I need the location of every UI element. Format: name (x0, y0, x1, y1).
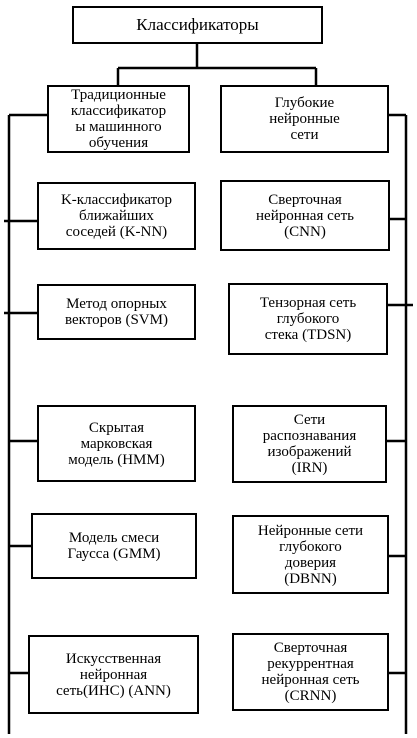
right-column-title: Глубокие нейронные сети (269, 95, 340, 143)
node-label: Скрытая марковская модель (HMM) (68, 419, 165, 468)
right-node-cnn: Сверточная нейронная сеть (CNN) (220, 180, 390, 251)
left-column-title: Традиционные классификатор ы машинного о… (70, 87, 167, 151)
node-label: Сети распознавания изображений (IRN) (262, 412, 357, 476)
right-node-crnn: Сверточная рекуррентная нейронная сеть (… (232, 633, 389, 711)
node-label: Сверточная нейронная сеть (CNN) (256, 191, 354, 240)
right-node-irn: Сети распознавания изображений (IRN) (232, 405, 387, 483)
node-label: Тензорная сеть глубокого стека (TDSN) (259, 295, 357, 343)
root-node: Классификаторы (72, 6, 323, 44)
left-node-knn: K-классификатор ближайших соседей (K-NN) (37, 182, 196, 250)
node-label: Нейронные сети глубокого доверия (DBNN) (257, 522, 364, 587)
node-label: Модель смеси Гаусса (GMM) (67, 530, 161, 562)
left-node-hmm: Скрытая марковская модель (HMM) (37, 405, 196, 482)
node-label: Искусственная нейронная сеть(ИНС) (ANN) (56, 650, 171, 699)
left-node-ann: Искусственная нейронная сеть(ИНС) (ANN) (28, 635, 199, 714)
left-node-svm: Метод опорных векторов (SVM) (37, 284, 196, 340)
left-column-header: Традиционные классификатор ы машинного о… (47, 85, 190, 153)
root-label: Классификаторы (136, 15, 259, 34)
right-node-tdsn: Тензорная сеть глубокого стека (TDSN) (228, 283, 388, 355)
right-column-header: Глубокие нейронные сети (220, 85, 389, 153)
node-label: Сверточная рекуррентная нейронная сеть (… (261, 640, 360, 704)
right-node-dbnn: Нейронные сети глубокого доверия (DBNN) (232, 515, 389, 594)
node-label: K-классификатор ближайших соседей (K-NN) (60, 192, 173, 240)
left-node-gmm: Модель смеси Гаусса (GMM) (31, 513, 197, 579)
node-label: Метод опорных векторов (SVM) (65, 296, 168, 328)
